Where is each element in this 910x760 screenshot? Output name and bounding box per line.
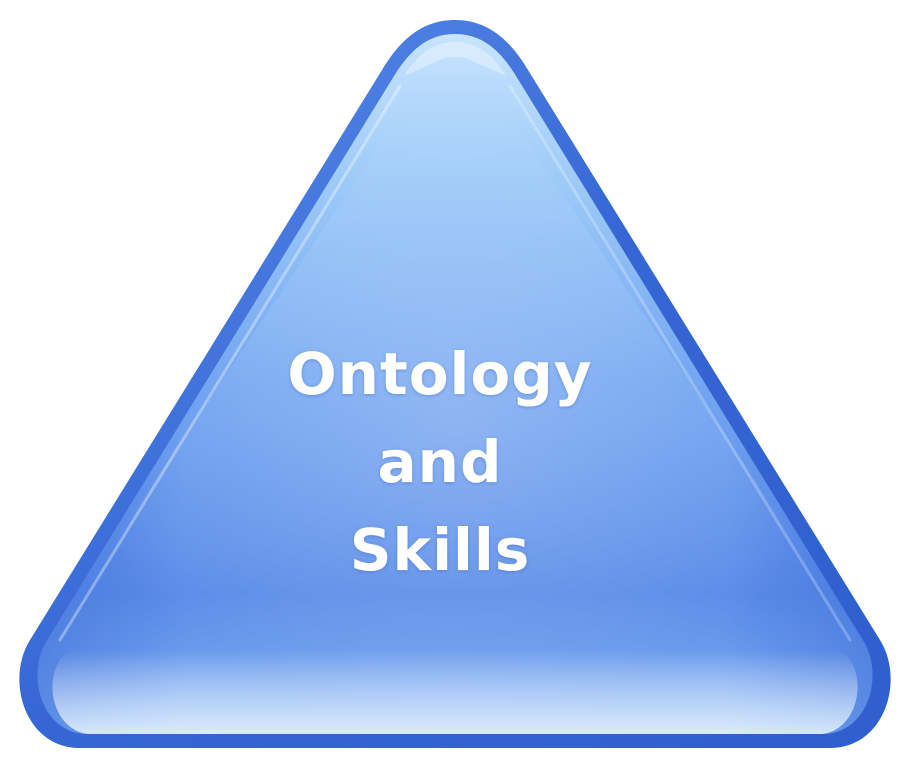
label-line-and: and xyxy=(377,428,503,496)
label-line-skills: Skills xyxy=(349,516,531,584)
triangle-label: Ontology and Skills xyxy=(205,330,675,594)
label-line-ontology: Ontology xyxy=(287,340,593,408)
